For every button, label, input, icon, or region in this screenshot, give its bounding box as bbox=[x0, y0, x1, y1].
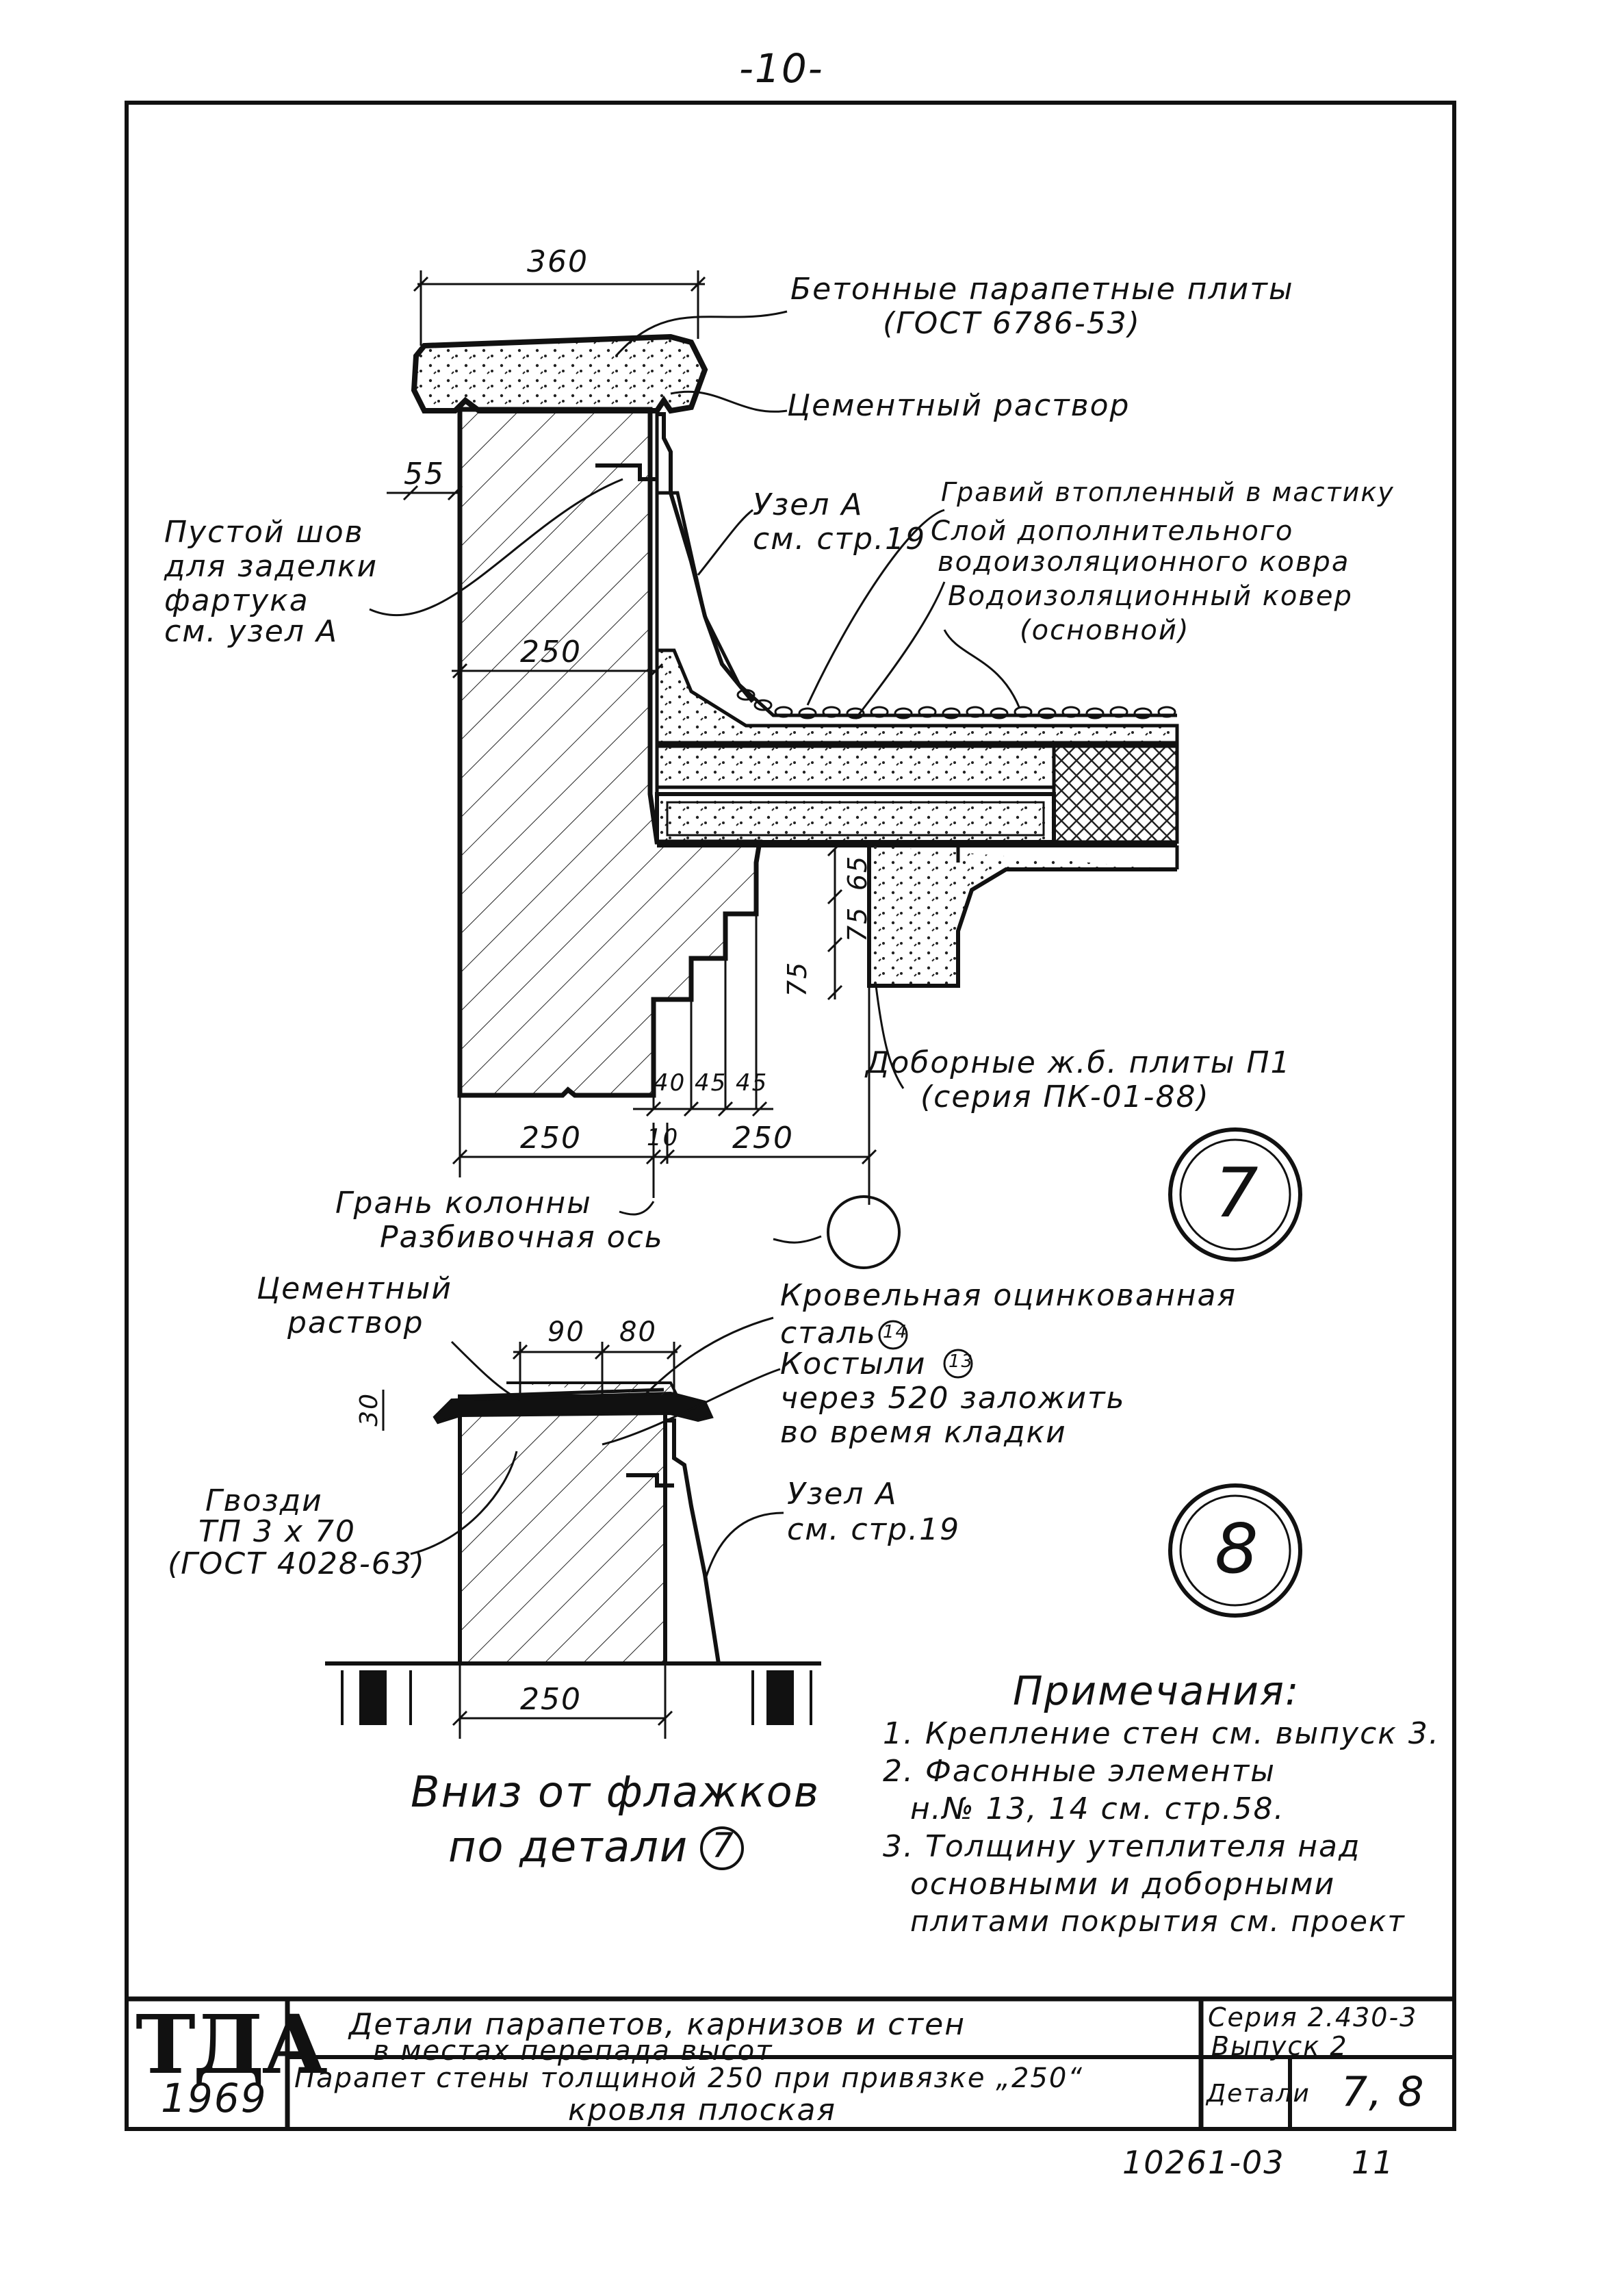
label-column-face: Грань колонны bbox=[335, 1186, 592, 1221]
detail-7-circle bbox=[1168, 1127, 1302, 1262]
dim-75-b: 75 bbox=[782, 960, 813, 997]
wall-section-8 bbox=[458, 1394, 667, 1666]
note-3c: плитами покрытия см. проект bbox=[910, 1904, 1406, 1938]
page-number: -10- bbox=[739, 45, 824, 92]
label-node-a-1: Узел А bbox=[753, 487, 864, 522]
parapet-plate bbox=[411, 333, 708, 414]
label8-crutches-3: во время кладки bbox=[780, 1415, 1067, 1450]
label8-node-a-2: см. стр.19 bbox=[787, 1512, 961, 1547]
label-empty-seam-1: Пустой шов bbox=[164, 515, 364, 550]
details-value: 7, 8 bbox=[1341, 2068, 1425, 2116]
label8-roof-steel-1: Кровельная оцинкованная bbox=[780, 1278, 1237, 1313]
label-node-a-2: см. стр.19 bbox=[753, 522, 927, 557]
note-3: 3. Толщину утеплителя над bbox=[883, 1829, 1361, 1864]
label-cement-mortar: Цементный раствор bbox=[787, 388, 1131, 423]
issue-label: Выпуск 2 bbox=[1211, 2031, 1348, 2061]
label8-cement-1: Цементный bbox=[257, 1271, 452, 1306]
roof-steel-coping bbox=[433, 1391, 714, 1425]
label8-cement-2: раствор bbox=[287, 1305, 424, 1340]
label-empty-seam-2: для заделки bbox=[164, 549, 378, 584]
dim-360: 360 bbox=[527, 244, 589, 279]
dim-65: 65 bbox=[842, 854, 873, 891]
note-2: 2. Фасонные элементы bbox=[883, 1754, 1276, 1789]
label-parapet-plates-1: Бетонные парапетные плиты bbox=[790, 272, 1294, 307]
dim-10: 10 bbox=[647, 1124, 680, 1151]
detail-8-circle bbox=[1168, 1483, 1302, 1618]
label8-node-a-1: Узел А bbox=[787, 1477, 898, 1511]
dim8-80: 80 bbox=[619, 1316, 657, 1348]
title-line-2: в местах перепада высот bbox=[373, 2035, 773, 2067]
label-extra-plates-2: (серия ПК-01-88) bbox=[920, 1080, 1210, 1114]
label8-crutches-2: через 520 заложить bbox=[780, 1381, 1126, 1416]
sheet-code: 10261-03 bbox=[1122, 2144, 1285, 2181]
detail-8-drawing bbox=[325, 1316, 1302, 1870]
sheet-frame bbox=[125, 101, 1456, 2131]
subtitle-line-2: кровля плоская bbox=[568, 2093, 836, 2128]
sheet-number: 11 bbox=[1352, 2144, 1395, 2181]
label8-nails-3: (ГОСТ 4028-63) bbox=[168, 1546, 426, 1581]
leader-lines-8 bbox=[410, 1316, 784, 1582]
label-main-layer-1: Водоизоляционный ковер bbox=[948, 581, 1353, 612]
dim8-90: 90 bbox=[547, 1316, 585, 1348]
ref-7: 7 bbox=[712, 1826, 735, 1865]
details-label: Детали bbox=[1207, 2080, 1311, 2108]
label8-nails-2: ТП 3 х 70 bbox=[198, 1514, 356, 1549]
axis-circle bbox=[827, 1195, 901, 1269]
label-extra-plates-1: Доборные ж.б. плиты П1 bbox=[866, 1045, 1291, 1080]
label8-below-1: Вниз от флажков bbox=[411, 1767, 821, 1817]
detail-8-number: 8 bbox=[1215, 1509, 1260, 1589]
dimension-lines-7 bbox=[387, 270, 877, 1198]
main-slab-rib bbox=[867, 845, 1177, 988]
title-line-1: Детали парапетов, карнизов и стен bbox=[349, 2007, 966, 2042]
label-extra-layer-2: водоизоляционного ковра bbox=[938, 546, 1350, 578]
series-label: Серия 2.430-3 bbox=[1208, 2002, 1418, 2032]
label8-roof-steel-2: сталь bbox=[780, 1316, 877, 1351]
dim-75-a: 75 bbox=[842, 906, 873, 943]
label-parapet-plates-2: (ГОСТ 6786-53) bbox=[883, 306, 1141, 341]
ref-7-circle bbox=[700, 1826, 744, 1870]
label-gravel: Гравий втопленный в мастику bbox=[941, 477, 1395, 507]
label-extra-layer-1: Слой дополнительного bbox=[931, 515, 1294, 547]
dim8-30: 30 bbox=[355, 1392, 384, 1427]
title-block-year: 1969 bbox=[161, 2075, 268, 2121]
callout-13-circle bbox=[943, 1349, 973, 1379]
dim-55: 55 bbox=[404, 457, 445, 492]
label8-crutches-1: Костыли bbox=[780, 1347, 927, 1381]
title-block-org: ТДА bbox=[136, 1997, 328, 2092]
note-3b: основными и доборными bbox=[910, 1867, 1336, 1902]
detail-7-number: 7 bbox=[1215, 1153, 1260, 1233]
dim-250-b: 250 bbox=[520, 1121, 582, 1156]
detail-7-drawing bbox=[369, 270, 1302, 1269]
label-axis: Разбивочная ось bbox=[380, 1220, 664, 1255]
label8-below-2: по детали bbox=[448, 1822, 689, 1872]
callout-13: 13 bbox=[949, 1351, 975, 1372]
dim8-250: 250 bbox=[520, 1682, 582, 1717]
notes-title: Примечания: bbox=[1013, 1668, 1300, 1714]
dim-250-c: 250 bbox=[732, 1121, 794, 1156]
screed bbox=[655, 648, 1179, 745]
label-empty-seam-3: фартука bbox=[164, 583, 309, 618]
title-block bbox=[127, 1996, 1454, 2129]
dim-40: 40 bbox=[654, 1069, 686, 1097]
note-2b: н.№ 13, 14 см. стр.58. bbox=[910, 1791, 1285, 1826]
subtitle-line-1: Парапет стены толщиной 250 при привязке … bbox=[294, 2063, 1084, 2094]
dim-45-a: 45 bbox=[695, 1069, 727, 1097]
callout-14: 14 bbox=[883, 1322, 909, 1342]
dim-250-a: 250 bbox=[520, 635, 582, 669]
label-empty-seam-4: см. узел А bbox=[164, 614, 339, 649]
note-1: 1. Крепление стен см. выпуск 3. bbox=[883, 1716, 1440, 1751]
gravel bbox=[736, 689, 1176, 719]
callout-14-circle bbox=[878, 1320, 908, 1350]
dim-45-b: 45 bbox=[736, 1069, 769, 1097]
leader-lines-7 bbox=[369, 310, 1021, 1244]
label-main-layer-2: (основной) bbox=[1020, 615, 1190, 646]
label8-nails-1: Гвозди bbox=[205, 1483, 323, 1518]
